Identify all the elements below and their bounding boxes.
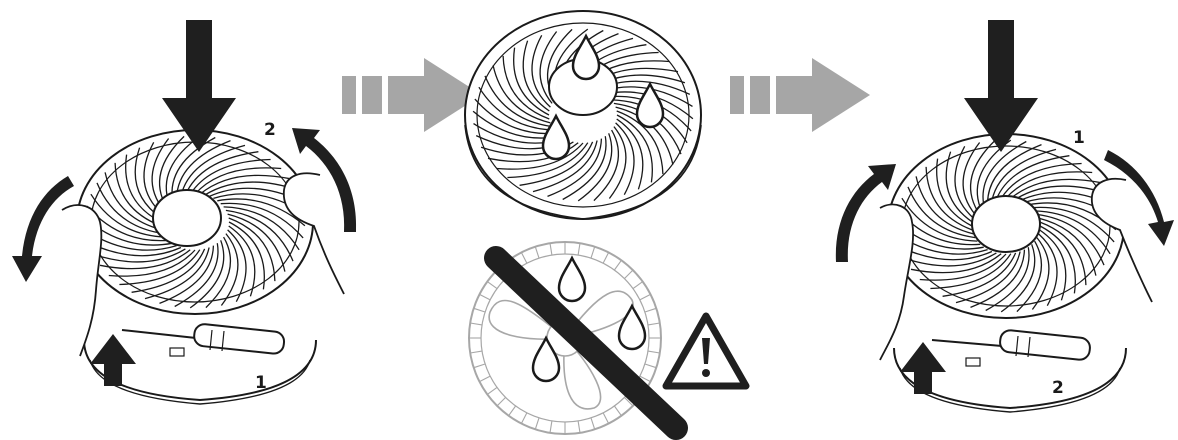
step-label-2-left: 2 [264, 122, 276, 139]
fan-grille-right [888, 134, 1124, 318]
right-arrow-icon [342, 58, 482, 132]
left-hand [880, 204, 913, 360]
panel-wash-grille [465, 11, 701, 219]
panel-refit-grille [836, 20, 1174, 412]
panel-remove-grille [12, 20, 356, 404]
panel-no-wash [469, 242, 746, 434]
warning-triangle-icon [666, 316, 746, 386]
left-hand [62, 205, 101, 356]
fan-grille-left [77, 130, 313, 314]
down-arrow-icon [964, 20, 1038, 152]
step-label-1-right: 1 [1073, 130, 1085, 147]
right-arrow-icon [730, 58, 870, 132]
step-label-2-right: 2 [1052, 380, 1064, 397]
step-label-1-left: 1 [255, 375, 267, 392]
